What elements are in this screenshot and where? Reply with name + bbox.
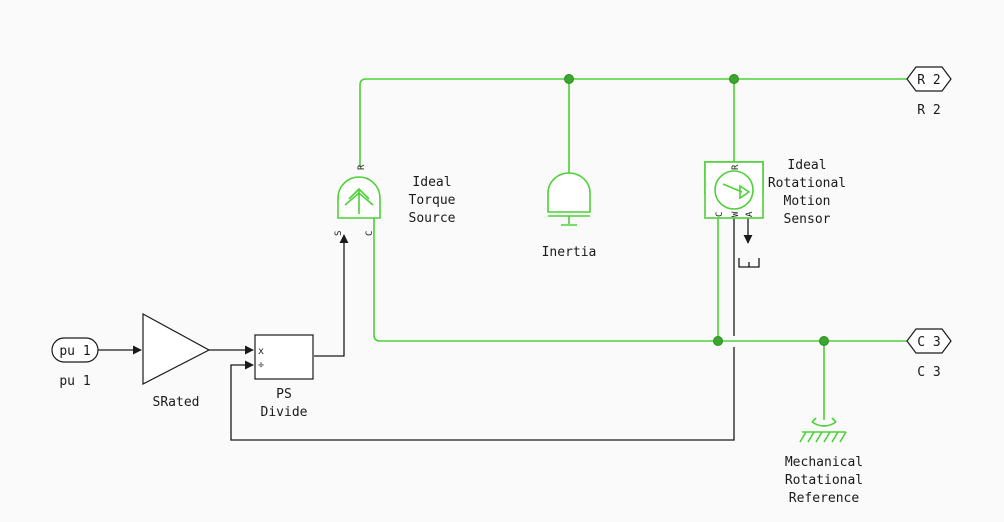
- sensor-label-4: Sensor: [784, 212, 831, 227]
- ground-icon: [799, 431, 847, 443]
- sensor-label-3: Motion: [784, 194, 831, 209]
- line-c-network[interactable]: [373, 218, 910, 342]
- torque-label-3: Source: [409, 211, 456, 226]
- rotation-arc-icon: [811, 417, 837, 427]
- divide-port-div: ÷: [258, 360, 264, 371]
- inport-pu1-block[interactable]: pu 1: [51, 337, 99, 363]
- divide-port-x: x: [258, 346, 264, 357]
- terminator-a[interactable]: [738, 258, 760, 268]
- torque-source-block[interactable]: R S C: [334, 164, 381, 236]
- conn-c3-symbol: C 3: [917, 335, 940, 350]
- gain-block[interactable]: [142, 312, 211, 385]
- conn-r2-label: R 2: [917, 103, 940, 118]
- junction-r-inertia: [564, 74, 574, 84]
- divide-block[interactable]: x ÷: [254, 334, 314, 380]
- junction-c-sensor: [713, 336, 723, 346]
- mech-ref-label-3: Reference: [789, 491, 860, 506]
- sensor-label-2: Rotational: [768, 176, 846, 191]
- torque-port-r: R: [357, 164, 367, 170]
- sensor-port-w: W: [731, 211, 741, 217]
- torque-port-c: C: [365, 231, 375, 236]
- inport-pu1-label: pu 1: [59, 374, 90, 389]
- torque-port-s: S: [334, 231, 344, 236]
- junction-c-ref: [819, 336, 829, 346]
- torque-label-2: Torque: [409, 193, 456, 208]
- inertia-label: Inertia: [542, 245, 597, 260]
- motion-sensor-block[interactable]: R C W A: [704, 161, 764, 219]
- line-divide-to-torque[interactable]: [314, 234, 349, 357]
- divide-label-1: PS: [276, 387, 292, 402]
- divide-label-2: Divide: [261, 405, 308, 420]
- inertia-block[interactable]: [547, 172, 591, 226]
- conn-r2-symbol: R 2: [917, 73, 940, 88]
- mech-ref-label-1: Mechanical: [785, 455, 863, 470]
- sensor-port-c: C: [715, 212, 725, 217]
- connection-port-r2[interactable]: R 2: [906, 66, 952, 92]
- torque-arrow-icon: [344, 187, 374, 214]
- sensor-port-r: R: [731, 164, 741, 170]
- inport-pu1-symbol: pu 1: [59, 344, 90, 359]
- sensor-gauge-icon: [714, 170, 754, 210]
- line-sensor-w-feedback[interactable]: [230, 193, 735, 441]
- sensor-label-1: Ideal: [787, 158, 826, 173]
- sensor-port-a: A: [745, 211, 755, 217]
- gain-label: SRated: [153, 395, 200, 410]
- line-r-network[interactable]: [359, 78, 910, 167]
- conn-c3-label: C 3: [917, 365, 940, 380]
- inertia-base-icon: [548, 215, 590, 226]
- torque-label-1: Ideal: [412, 175, 451, 190]
- mech-ref-label-2: Rotational: [785, 473, 863, 488]
- junction-r-sensor: [729, 74, 739, 84]
- mech-ref-block[interactable]: [799, 417, 847, 443]
- connection-port-c3[interactable]: C 3: [906, 328, 952, 354]
